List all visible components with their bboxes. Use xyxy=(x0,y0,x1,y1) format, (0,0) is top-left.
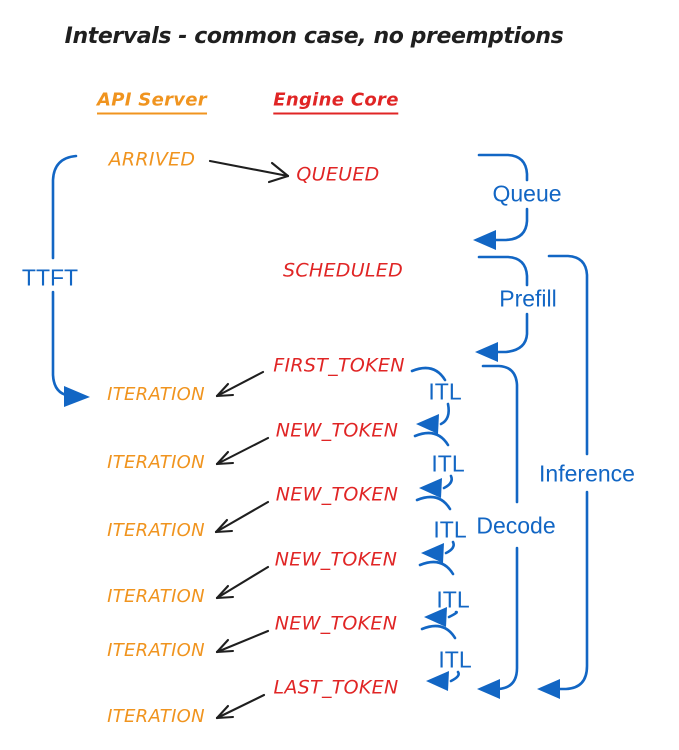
interval-label-prefill: Prefill xyxy=(499,285,557,312)
column-header-api-server: API Server xyxy=(97,91,207,115)
token-to-iteration-arrow-5 xyxy=(215,629,270,654)
event-last-token: LAST_TOKEN xyxy=(273,676,399,699)
event-iteration-1: ITERATION xyxy=(107,384,205,405)
token-to-iteration-arrow-1 xyxy=(215,370,265,398)
event-scheduled: SCHEDULED xyxy=(282,259,404,282)
ttft-bracket xyxy=(51,154,90,407)
event-queued: QUEUED xyxy=(296,163,380,186)
queue-bracket xyxy=(473,153,529,250)
page-title: Intervals - common case, no preemptions xyxy=(64,24,564,49)
column-header-engine-core: Engine Core xyxy=(273,91,399,115)
inference-bracket xyxy=(537,254,589,699)
event-iteration-2: ITERATION xyxy=(107,452,205,473)
itl-connector-4 xyxy=(418,560,458,627)
event-new-token-1: NEW_TOKEN xyxy=(275,419,399,442)
interval-label-itl-4: ITL xyxy=(436,586,470,613)
itl-connector-1 xyxy=(410,366,450,434)
event-arrived: ARRIVED xyxy=(108,148,196,171)
token-to-iteration-arrow-4 xyxy=(215,565,270,600)
interval-label-inference: Inference xyxy=(539,460,635,487)
itl-connector-3 xyxy=(415,495,455,563)
event-iteration-6: ITERATION xyxy=(107,706,205,727)
arrived-to-queued-arrow xyxy=(208,159,290,184)
decode-bracket xyxy=(477,364,519,699)
event-new-token-4: NEW_TOKEN xyxy=(274,612,398,635)
interval-label-itl-1: ITL xyxy=(428,378,462,405)
event-new-token-3: NEW_TOKEN xyxy=(274,548,398,571)
interval-label-itl-5: ITL xyxy=(438,646,472,673)
event-new-token-2: NEW_TOKEN xyxy=(275,483,399,506)
interval-label-itl-2: ITL xyxy=(431,450,465,477)
itl-connector-5 xyxy=(420,624,460,691)
token-to-iteration-arrow-2 xyxy=(215,436,270,466)
prefill-bracket xyxy=(475,255,529,362)
token-to-iteration-arrow-3 xyxy=(214,500,270,534)
event-iteration-5: ITERATION xyxy=(107,640,205,661)
event-iteration-3: ITERATION xyxy=(107,520,205,541)
interval-label-ttft: TTFT xyxy=(21,264,79,291)
itl-connector-2 xyxy=(413,431,453,498)
interval-label-decode: Decode xyxy=(476,512,556,539)
interval-label-itl-3: ITL xyxy=(433,516,467,543)
event-iteration-4: ITERATION xyxy=(107,586,205,607)
interval-label-queue: Queue xyxy=(492,180,562,207)
token-to-iteration-arrow-6 xyxy=(215,693,266,720)
event-first-token: FIRST_TOKEN xyxy=(273,354,405,377)
